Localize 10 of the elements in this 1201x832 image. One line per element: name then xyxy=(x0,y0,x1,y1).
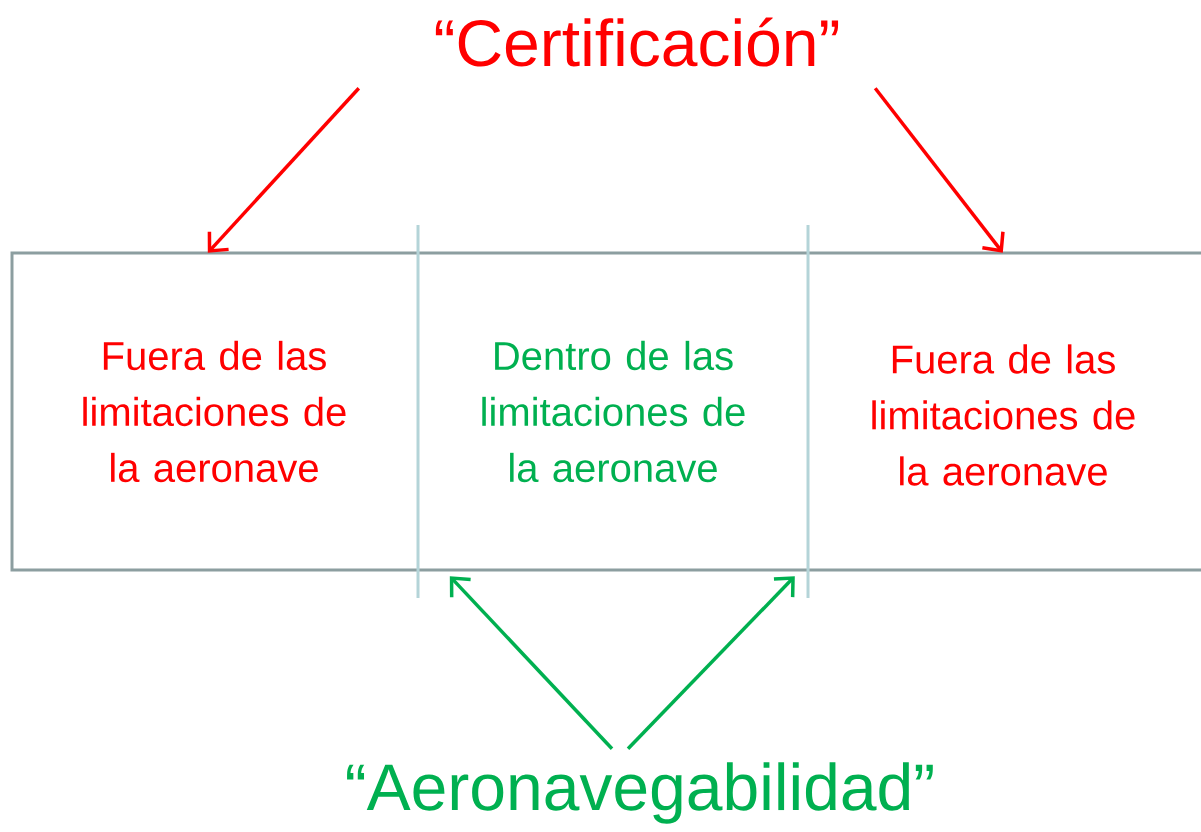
section-text: Dentro de las limitaciones de la aeronave xyxy=(482,340,745,483)
section-text: Fuera de las limitaciones de la aeronave xyxy=(872,344,1135,486)
band-box xyxy=(10,251,1201,572)
title-text: “Aeronavegabilidad” xyxy=(347,762,933,824)
arrow xyxy=(626,576,795,751)
section-text: Fuera de las limitaciones de la aeronave xyxy=(83,340,346,483)
arrow xyxy=(207,87,361,253)
arrow xyxy=(449,576,614,750)
title-text: “Certificación” xyxy=(435,17,839,67)
arrow xyxy=(873,87,1005,253)
